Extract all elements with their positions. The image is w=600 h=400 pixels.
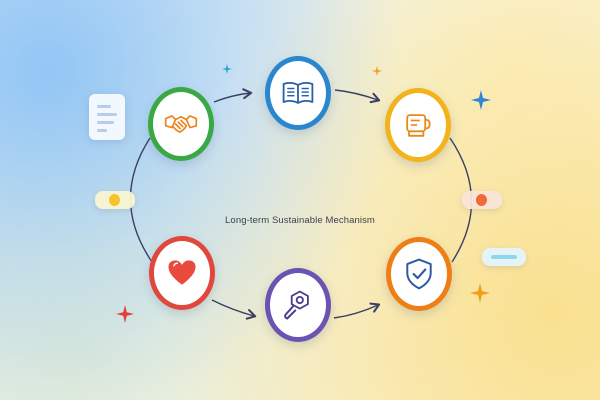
sparkle-icon — [372, 66, 382, 76]
node-handshake — [148, 87, 214, 161]
sparkle-icon — [471, 90, 491, 110]
pill-toggle-left — [95, 191, 135, 209]
pill-bar-blue — [482, 248, 526, 266]
blue-bar-icon — [491, 255, 517, 259]
arrow-wrench-to-shield — [333, 302, 381, 319]
node-wrench — [265, 268, 331, 342]
node-lightbulb — [385, 88, 451, 162]
wrench-icon — [284, 290, 309, 320]
pill-toggle-right — [462, 191, 502, 209]
lightbulb-icon — [406, 114, 431, 137]
document-card-icon — [89, 94, 125, 140]
yellow-dot-icon — [109, 194, 120, 206]
arrow-book-to-lightbulb — [334, 89, 381, 104]
handshake-icon — [164, 115, 198, 133]
arrow-handshake-to-book — [213, 88, 253, 103]
sparkle-icon — [116, 305, 134, 323]
shield-check-icon — [406, 258, 432, 290]
node-shield — [386, 237, 452, 311]
node-heart — [149, 236, 215, 310]
diagram-center-label: Long-term Sustainable Mechanism — [225, 215, 375, 226]
sparkle-icon — [222, 64, 232, 74]
arrow-heart-to-wrench — [211, 299, 257, 320]
orange-dot-icon — [476, 194, 487, 206]
node-book — [265, 56, 331, 130]
open-book-icon — [282, 81, 314, 104]
sparkle-icon — [470, 283, 490, 303]
heart-icon — [168, 260, 196, 285]
